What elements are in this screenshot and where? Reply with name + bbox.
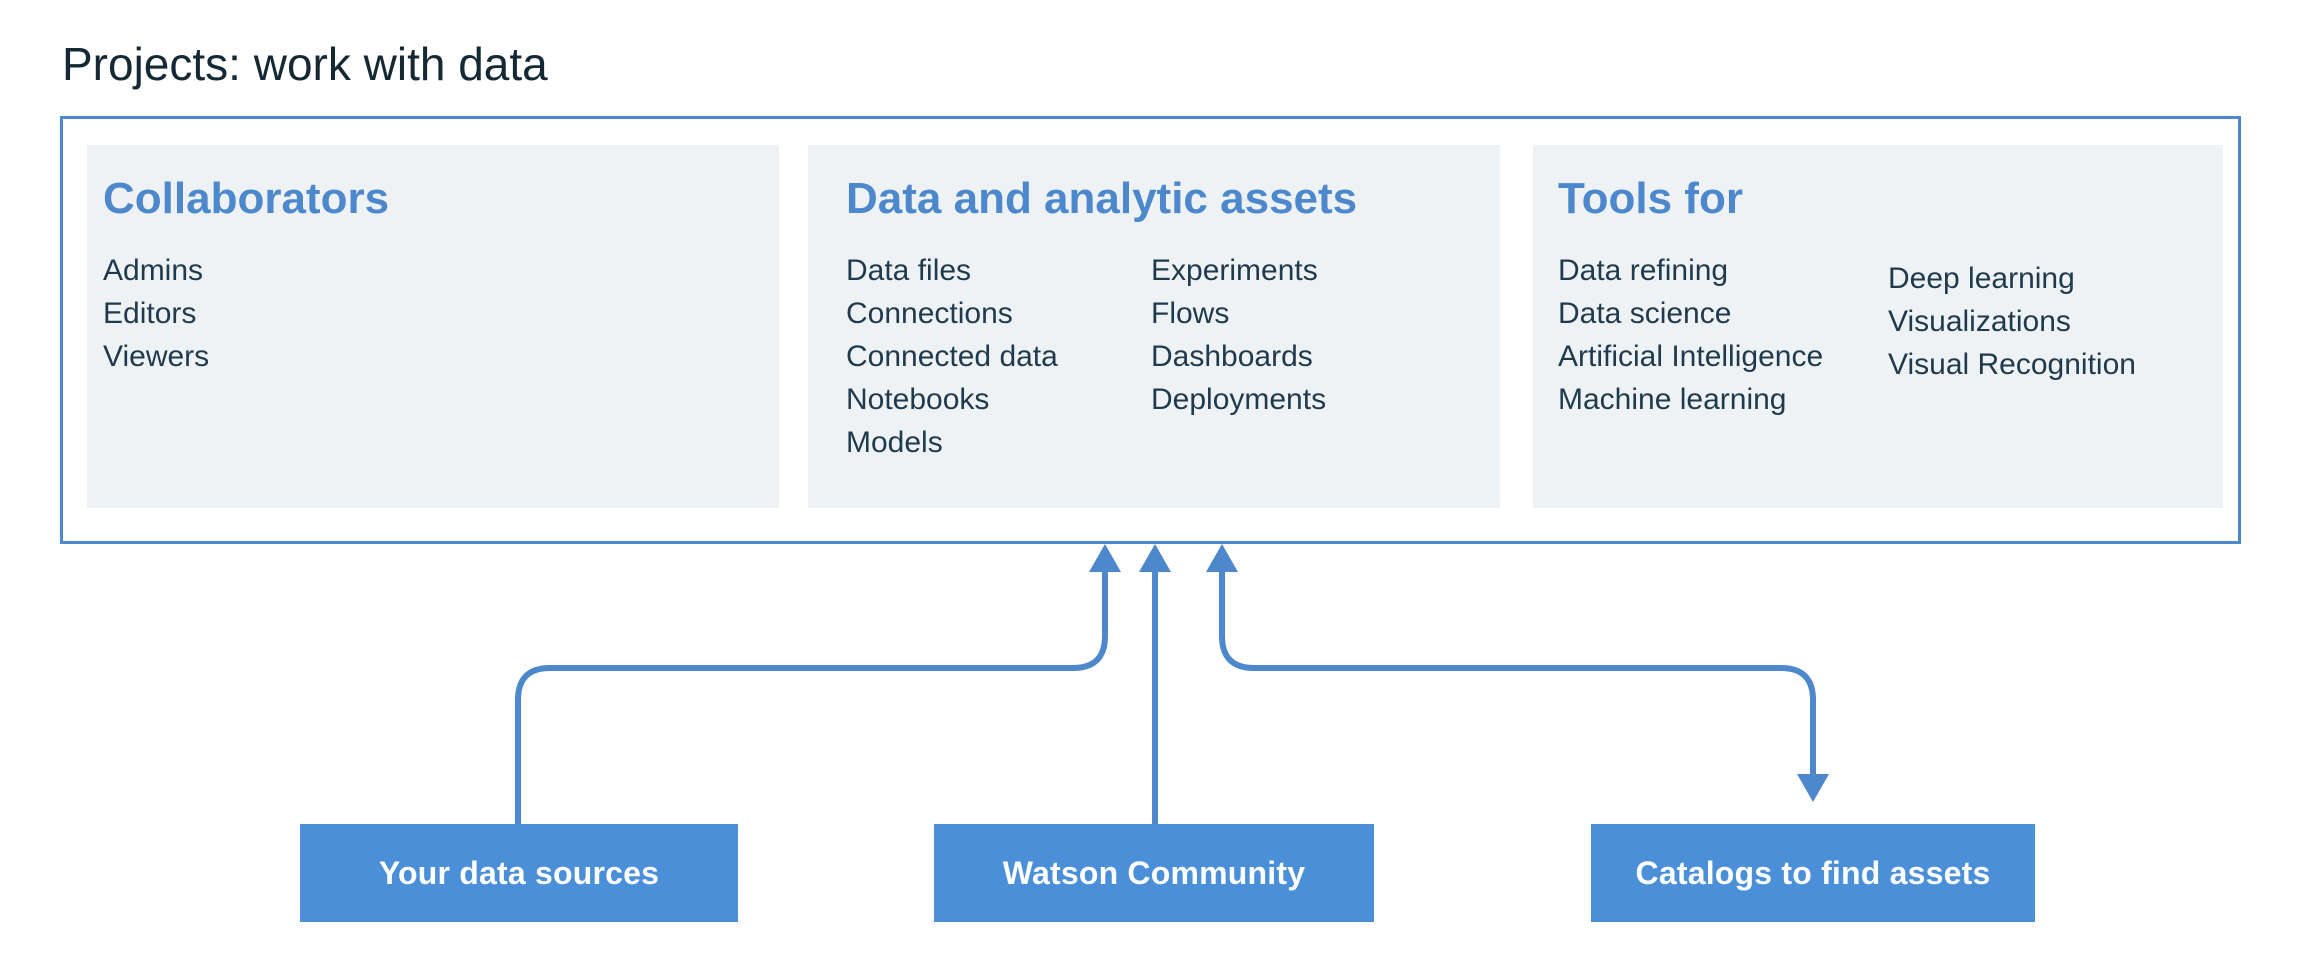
source-box-label: Your data sources bbox=[378, 854, 660, 891]
source-box-catalogs-to-find-assets: Catalogs to find assets bbox=[1591, 824, 2035, 922]
panel-data-and-analytic-assets: Data and analytic assets Data files Conn… bbox=[808, 145, 1500, 508]
list-item: Deployments bbox=[1151, 383, 1327, 416]
list-item: Machine learning bbox=[1558, 383, 1787, 416]
list-item: Artificial Intelligence bbox=[1558, 340, 1824, 373]
list-item: Data science bbox=[1558, 297, 1732, 330]
list-item: Data files bbox=[846, 254, 972, 287]
diagram-title: Projects: work with data bbox=[62, 38, 548, 90]
tools-list-column-2: Deep learning Visualizations Visual Reco… bbox=[1888, 257, 2136, 386]
list-item: Connected data bbox=[846, 340, 1058, 373]
assets-list-column-2: Experiments Flows Dashboards Deployments bbox=[1151, 249, 1326, 421]
list-item: Viewers bbox=[103, 340, 210, 373]
connector-your-data-sources-to-project bbox=[515, 568, 1108, 826]
panel-tools-heading: Tools for bbox=[1558, 174, 1743, 223]
list-item: Connections bbox=[846, 297, 1013, 330]
source-box-label: Catalogs to find assets bbox=[1635, 854, 1991, 891]
panel-tools-for: Tools for Data refining Data science Art… bbox=[1533, 145, 2223, 508]
list-item: Dashboards bbox=[1151, 340, 1313, 373]
source-box-label: Watson Community bbox=[1002, 854, 1306, 891]
panel-collaborators-heading: Collaborators bbox=[103, 174, 390, 223]
arrowhead-up-your-data-sources bbox=[1089, 544, 1121, 572]
panel-assets-heading: Data and analytic assets bbox=[846, 174, 1358, 223]
list-item: Editors bbox=[103, 297, 197, 330]
panel-collaborators: Collaborators Admins Editors Viewers bbox=[87, 145, 779, 508]
arrowhead-up-watson-community bbox=[1139, 544, 1171, 572]
source-box-watson-community: Watson Community bbox=[934, 824, 1374, 922]
list-item: Visualizations bbox=[1888, 305, 2071, 338]
list-item: Notebooks bbox=[846, 383, 990, 416]
source-box-your-data-sources: Your data sources bbox=[300, 824, 738, 922]
list-item: Data refining bbox=[1558, 254, 1729, 287]
arrowhead-up-catalogs bbox=[1206, 544, 1238, 572]
assets-list-column-1: Data files Connections Connected data No… bbox=[846, 249, 1058, 464]
tools-list-column-1: Data refining Data science Artificial In… bbox=[1558, 249, 1823, 421]
arrowhead-down-catalogs bbox=[1797, 774, 1829, 802]
list-item: Flows bbox=[1151, 297, 1230, 330]
list-item: Models bbox=[846, 426, 943, 459]
list-item: Visual Recognition bbox=[1888, 348, 2136, 381]
connector-project-to-catalogs bbox=[1219, 568, 1816, 776]
collaborators-list: Admins Editors Viewers bbox=[103, 249, 209, 378]
list-item: Admins bbox=[103, 254, 204, 287]
list-item: Experiments bbox=[1151, 254, 1318, 287]
list-item: Deep learning bbox=[1888, 262, 2075, 295]
